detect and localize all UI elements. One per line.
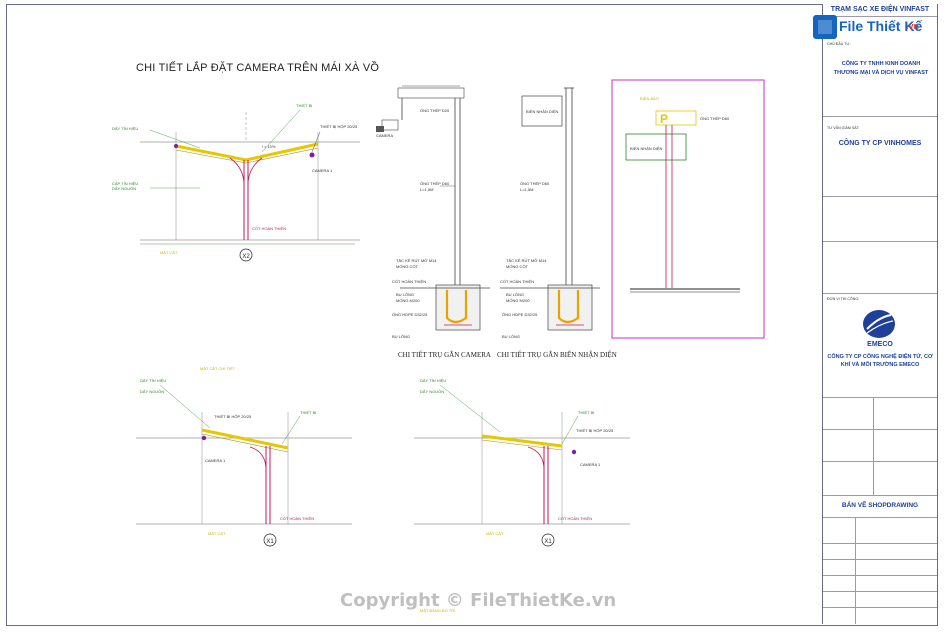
drawing-annotation: THIẾT BỊ	[296, 103, 312, 108]
drawing-annotation: THIẾT BỊ HỘP 20/25	[320, 124, 358, 129]
axis-x2-label: X2	[242, 254, 250, 260]
logo-brand: File Thiết Kế	[839, 18, 923, 34]
drawing-annotation: DÂY TÍN HIỆU	[140, 378, 166, 383]
drawing-annotation: ỐNG THÉP D60	[520, 181, 550, 186]
drawing-annotation: CỐT HOÀN THIỆN	[392, 279, 426, 284]
builder-name: CÔNG TY CP VINHOMES	[838, 140, 922, 147]
title-block: TRẠM SẠC XE ĐIỆN VINFAST CHỦ ĐẦU TƯ: CÔN…	[822, 4, 937, 624]
logo-domain: .vn	[906, 21, 920, 31]
drawing-title: CHI TIẾT LẮP ĐẶT CAMERA TRÊN MÁI XÀ VỒ	[136, 62, 380, 74]
drawing-annotation: i = 10%	[262, 144, 276, 149]
axis-x1-left-label: X1	[266, 539, 274, 545]
sign-elevation-detail: BIỂN BÁO P BIỂN NHẬN DIỆN ỐNG THÉP D60	[611, 79, 765, 339]
sign-pole-caption: CHI TIẾT TRỤ GẮN BIỂN NHẬN DIỆN	[497, 351, 617, 359]
drawing-annotation: MÓNG CỘT	[506, 264, 529, 269]
drawing-annotation: ỐNG THÉP D60	[700, 116, 730, 121]
drawing-annotation: L=1,5M	[420, 187, 433, 192]
drawing-annotation: DÂY NGUỒN	[420, 389, 444, 394]
drawing-annotation: ỐNG HDPE D32/25	[392, 312, 428, 317]
drawing-annotation: CỐT HOÀN THIỆN	[558, 516, 592, 521]
drawing-annotation: DÂY TÍN HIỆU	[112, 126, 138, 131]
filethietke-logo: File Thiết Kế .vn	[812, 12, 930, 42]
drawing-frame	[6, 4, 938, 626]
owner-label: CHỦ ĐẦU TƯ:	[827, 42, 851, 46]
drawing-annotation: TẮC KÊ RÚT MỞ M14	[506, 258, 547, 263]
drawing-annotation: BIỂN NHẬN DIỆN	[630, 146, 663, 151]
builder-label: TƯ VẤN GIÁM SÁT:	[827, 126, 860, 130]
drawing-annotation: BU LÔNG	[506, 292, 524, 297]
canopy-detail-x1-right: DÂY TÍN HIỆU DÂY NGUỒN THIẾT BỊ THIẾT BỊ…	[414, 378, 630, 547]
drawing-annotation: CỐT HOÀN THIỆN	[500, 279, 534, 284]
drawing-annotation: DÂY TÍN HIỆU	[420, 378, 446, 383]
drawing-annotation: BIỂN BÁO	[640, 96, 659, 101]
axis-x1-right-label: X1	[544, 539, 552, 545]
drawing-annotation: BIỂN NHẬN DIỆN	[526, 109, 559, 114]
designer-label: ĐƠN VỊ THI CÔNG:	[827, 297, 860, 301]
parking-p-letter: P	[660, 112, 668, 126]
owner-name: CÔNG TY TNHH KINH DOANH THƯƠNG MẠI VÀ DỊ…	[833, 61, 929, 76]
camera-pole-detail: CAMERA ỐNG THÉP D20 ỐNG THÉP D60 L=1,5M …	[376, 85, 490, 339]
drawing-annotation: CAMERA 1	[205, 458, 226, 463]
drawing-annotation: ỐNG HDPE D32/25	[502, 312, 538, 317]
drawing-annotation: MẶT BẰNG BỐ TRÍ	[420, 608, 456, 613]
drawing-annotation: CAMERA 1	[580, 462, 601, 467]
drawing-annotation: MÓNG M200	[506, 298, 530, 303]
drawing-annotation: DÂY NGUỒN	[140, 389, 164, 394]
drawing-annotation: BU LÔNG	[392, 334, 410, 339]
drawing-annotation: MÓNG M200	[396, 298, 420, 303]
sign-pole-detail: BIỂN NHẬN DIỆN ỐNG THÉP D60 L=1,5M TẮC K…	[500, 87, 600, 339]
drawing-annotation: MÓNG CỘT	[396, 264, 419, 269]
canopy-detail-x2: DÂY TÍN HIỆU CÁP TÍN HIỆU DÂY NGUỒN THIẾ…	[112, 103, 360, 262]
drawing-annotation: MẶT CẮT CHI TIẾT	[200, 366, 236, 371]
drawing-annotation: THIẾT BỊ	[300, 410, 316, 415]
drawing-annotation: DÂY NGUỒN	[112, 186, 136, 191]
copyright-watermark: Copyright © FileThietKe.vn	[340, 590, 617, 611]
drawing-type: BẢN VẼ SHOPDRAWING	[841, 502, 919, 509]
drawing-annotation: MẶT CẮT	[160, 250, 178, 255]
project-title: TRẠM SẠC XE ĐIỆN VINFAST	[830, 6, 930, 13]
drawing-annotation: L=1,5M	[520, 187, 533, 192]
drawing-annotation: ỐNG THÉP D60	[420, 181, 450, 186]
drawing-annotation: THIẾT BỊ HỘP 20/25	[214, 414, 252, 419]
drawing-annotation: ỐNG THÉP D20	[420, 108, 450, 113]
drawing-annotation: MẶT CẮT	[486, 531, 504, 536]
canopy-detail-x1-left: MẶT CẮT CHI TIẾT DÂY TÍN HIỆU DÂY NGUỒN …	[136, 366, 352, 547]
drawing-annotation: BU LÔNG	[396, 292, 414, 297]
drawing-annotation: CỐT HOÀN THIỆN	[252, 226, 286, 231]
designer-name: CÔNG TY CP CÔNG NGHỆ ĐIỆN TỬ, CƠ KHÍ VÀ …	[827, 354, 933, 368]
drawing-annotation: TẮC KÊ RÚT MỞ M14	[396, 258, 437, 263]
drawing-annotation: CÁP TÍN HIỆU	[112, 181, 138, 186]
drawing-annotation: BU LÔNG	[502, 334, 520, 339]
drawing-annotation: CAMERA	[376, 133, 393, 138]
drawing-annotation: CỐT HOÀN THIỆN	[280, 516, 314, 521]
drawing-annotation: CAMERA 1	[312, 168, 333, 173]
drawing-annotation: THIẾT BỊ HỘP 20/25	[576, 428, 614, 433]
emeco-logo-icon	[863, 310, 895, 338]
camera-pole-caption: CHI TIẾT TRỤ GẮN CAMERA	[398, 351, 491, 359]
drawing-annotation: MẶT CẮT	[208, 531, 226, 536]
designer-logo-text: EMECO	[867, 341, 893, 348]
filethietke-logo-icon	[813, 15, 837, 39]
drawing-annotation: THIẾT BỊ	[578, 410, 594, 415]
